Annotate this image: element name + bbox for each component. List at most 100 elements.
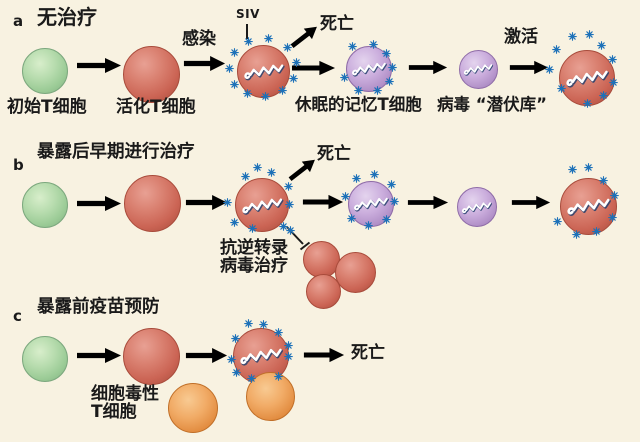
viral-dna-icon: [242, 63, 286, 81]
naive-t-cell: [22, 336, 68, 382]
art-cell: [335, 252, 376, 293]
cytotoxic-t-cell: [246, 372, 295, 421]
virus-particle-icon: [347, 41, 357, 51]
viral-dna-icon: [463, 63, 495, 77]
naive-t-cell: [22, 182, 68, 228]
siv-pointer-line: [246, 24, 248, 39]
virus-particle-icon: [372, 85, 382, 95]
virus-particle-icon: [369, 169, 379, 179]
art-label-line2: 病毒治疗: [220, 256, 288, 276]
virus-particle-icon: [252, 162, 262, 172]
virus-particle-icon: [607, 212, 617, 222]
viral-dna-icon: [565, 69, 610, 88]
latent-reservoir-cell: [457, 187, 497, 227]
virus-particle-icon: [283, 340, 293, 350]
virus-particle-icon: [384, 76, 394, 86]
panel-letter: a: [13, 12, 24, 30]
virus-particle-icon: [608, 77, 618, 87]
virus-particle-icon: [229, 79, 239, 89]
activated-t-cell: [123, 46, 180, 103]
virus-particle-icon: [273, 327, 283, 337]
virus-particle-icon: [282, 42, 292, 52]
virus-particle-icon: [243, 36, 253, 46]
panel-letter: b: [13, 156, 24, 174]
virus-particle-icon: [230, 333, 240, 343]
panel-title: 无治疗: [37, 5, 97, 29]
activated-cell-label: 活化T细胞: [116, 97, 196, 117]
virus-particle-icon: [247, 223, 257, 233]
virus-particle-icon: [584, 29, 594, 39]
virus-particle-icon: [273, 371, 283, 381]
virus-particle-icon: [278, 221, 288, 231]
panel-title: 暴露后早期进行治疗: [37, 142, 195, 162]
virus-particle-icon: [363, 220, 373, 230]
virus-particle-icon: [583, 162, 593, 172]
flow-arrow: [509, 60, 549, 75]
virus-particle-icon: [368, 39, 378, 49]
virus-particle-icon: [263, 33, 273, 43]
ctl-label-line1: 细胞毒性: [91, 384, 159, 404]
virus-particle-icon: [283, 351, 293, 361]
virus-particle-icon: [353, 85, 363, 95]
viral-dna-icon: [461, 200, 494, 215]
art-label: 抗逆转录 病毒治疗: [220, 239, 288, 275]
flow-arrow: [511, 195, 551, 210]
viral-dna-icon: [351, 62, 388, 78]
virus-particle-icon: [609, 190, 619, 200]
flow-arrow: [302, 194, 344, 210]
virus-particle-icon: [552, 216, 562, 226]
virus-particle-icon: [340, 191, 350, 201]
activated-t-cell: [124, 175, 181, 232]
flow-arrow: [408, 60, 448, 75]
virus-particle-icon: [582, 98, 592, 108]
virus-particle-icon: [544, 64, 554, 74]
virus-particle-icon: [598, 175, 608, 185]
flow-arrow: [77, 347, 121, 364]
virus-particle-icon: [266, 167, 276, 177]
virus-particle-icon: [284, 199, 294, 209]
virus-particle-icon: [556, 83, 566, 93]
virus-particle-icon: [607, 54, 617, 64]
flow-arrow: [77, 57, 121, 74]
virus-particle-icon: [285, 225, 295, 235]
panel-title: 暴露前疫苗预防: [37, 297, 160, 317]
virus-particle-icon: [240, 171, 250, 181]
viral-dna-icon: [240, 196, 285, 215]
activation-label: 激活: [504, 27, 538, 47]
virus-particle-icon: [381, 48, 391, 58]
viral-dna-icon: [566, 197, 612, 217]
virus-particle-icon: [596, 40, 606, 50]
naive-t-cell: [22, 48, 68, 94]
virus-particle-icon: [226, 354, 236, 364]
virus-particle-icon: [386, 179, 396, 189]
virus-particle-icon: [571, 229, 581, 239]
virus-particle-icon: [381, 214, 391, 224]
virus-particle-icon: [567, 164, 577, 174]
virus-particle-icon: [246, 373, 256, 383]
virus-particle-icon: [283, 181, 293, 191]
virus-particle-icon: [591, 226, 601, 236]
virus-particle-icon: [260, 91, 270, 101]
virus-particle-icon: [258, 319, 268, 329]
panel-letter: c: [13, 307, 22, 325]
reactivated-t-cell: [560, 178, 617, 235]
flow-arrow: [407, 195, 449, 210]
ctl-label-line2: T细胞: [91, 402, 137, 422]
death-label: 死亡: [351, 343, 385, 363]
viral-dna-icon: [239, 347, 284, 366]
virus-particle-icon: [229, 217, 239, 227]
virus-particle-icon: [551, 44, 561, 54]
virus-particle-icon: [243, 318, 253, 328]
virus-particle-icon: [346, 213, 356, 223]
virus-particle-icon: [277, 85, 287, 95]
ctl-label: 细胞毒性 T细胞: [91, 385, 159, 421]
art-label-line1: 抗逆转录: [220, 238, 288, 258]
virus-particle-icon: [291, 57, 301, 67]
infection-label: 感染: [182, 29, 216, 49]
memory-cell-label: 休眠的记忆T细胞: [295, 95, 422, 114]
virus-particle-icon: [288, 73, 298, 83]
flow-arrow: [185, 347, 228, 364]
flow-arrow: [183, 55, 226, 72]
virus-particle-icon: [351, 173, 361, 183]
